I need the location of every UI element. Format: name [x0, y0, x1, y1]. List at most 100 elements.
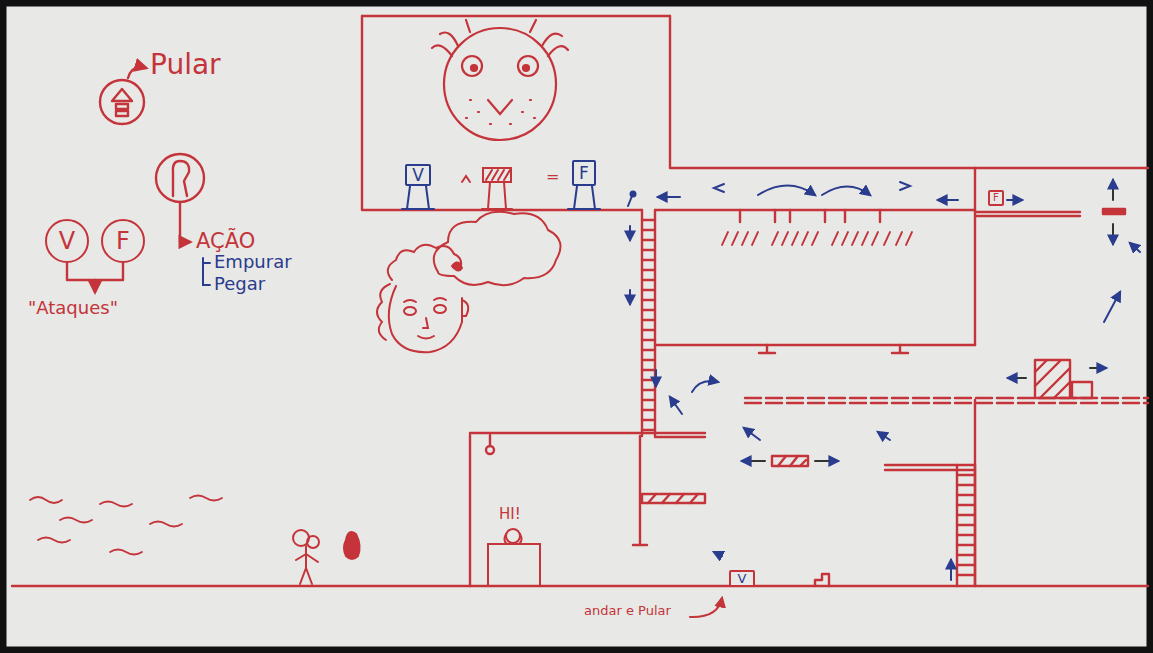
- girl-with-thought-cloud-part: [452, 262, 462, 270]
- shopkeeper-part: [506, 529, 520, 543]
- water-waves-part: [190, 496, 222, 501]
- action-bracket-part: [203, 258, 210, 285]
- movement-arrows-part: [900, 182, 910, 190]
- controls-legend-part: [180, 202, 190, 242]
- action-label: AÇÃO: [196, 230, 255, 253]
- movement-arrows-part: [628, 196, 632, 206]
- jump-label: Pular: [150, 50, 221, 81]
- owl-face-part: [444, 28, 556, 140]
- owl-face-part: [488, 100, 512, 114]
- movement-arrows-part: [744, 428, 760, 440]
- movement-arrows-part: [742, 460, 765, 462]
- andar-arrow: [690, 598, 722, 617]
- movement-arrows-part: [1104, 292, 1120, 322]
- movement-arrows-part: [692, 381, 718, 392]
- girl-with-thought-cloud-part: [423, 318, 428, 328]
- controls-legend-part: [116, 111, 128, 116]
- controls-legend: [67, 67, 204, 292]
- controls-legend-part: [112, 89, 132, 101]
- true-block: V: [729, 570, 755, 587]
- level-walls-part: [12, 585, 1148, 587]
- controls-legend-part: [67, 263, 123, 280]
- movement-arrows-part: [1112, 224, 1114, 244]
- movement-arrows-part: [1007, 199, 1022, 201]
- action-bracket: [203, 258, 210, 285]
- node-letter: V: [738, 572, 747, 585]
- push-label: Empurar: [214, 252, 292, 272]
- controls-legend-part: [173, 161, 189, 196]
- sign-stands-part: [402, 186, 434, 209]
- level-walls-part: [1035, 360, 1070, 398]
- movement-arrows-part: [714, 184, 724, 192]
- girl-with-thought-cloud-part: [388, 245, 461, 280]
- true-sign: V: [405, 164, 431, 186]
- girl-with-thought-cloud-part: [462, 300, 468, 316]
- water-waves-part: [60, 518, 92, 523]
- movement-arrows-part: [629, 290, 631, 304]
- girl-with-thought-cloud: [377, 212, 561, 352]
- level-walls-part: [362, 15, 670, 17]
- level-walls-part: [670, 16, 1148, 168]
- spikes: [722, 232, 912, 245]
- player-figures: [293, 530, 360, 584]
- controls-legend-part: [94, 280, 96, 292]
- player-figures-part: [296, 546, 318, 584]
- movement-arrows-part: [1130, 243, 1140, 252]
- sign-stands-part: [482, 182, 512, 209]
- girl-with-thought-cloud-part: [404, 307, 416, 315]
- movement-arrows-part: [758, 186, 815, 196]
- water-waves-part: [150, 522, 182, 527]
- movement-arrows-part: [1008, 377, 1026, 379]
- controls-legend-part: [116, 104, 128, 109]
- level-walls-part: [759, 345, 908, 353]
- attacks-label: "Ataques": [28, 298, 118, 318]
- girl-with-thought-cloud-part: [434, 305, 446, 313]
- movement-arrows-part: [878, 432, 890, 440]
- level-walls-part: [470, 433, 705, 437]
- photo-frame: [3, 3, 1150, 650]
- level-walls-part: [648, 494, 698, 503]
- node-letter: F: [579, 165, 589, 182]
- node-letter: F: [116, 229, 130, 253]
- shopkeeper-part: [488, 544, 540, 586]
- level-walls-part: [642, 220, 655, 430]
- level-walls-part: [1103, 209, 1125, 214]
- owl-face-part: [466, 100, 535, 124]
- girl-with-thought-cloud-part: [418, 336, 434, 339]
- controls-legend-part: [156, 154, 204, 202]
- level-walls-part: [642, 494, 705, 503]
- water-waves-part: [110, 550, 142, 555]
- girl-with-thought-cloud-part: [389, 286, 462, 352]
- water-waves-part: [38, 538, 70, 543]
- movement-arrows: [628, 180, 1140, 580]
- equals-sign: =: [546, 168, 559, 186]
- greeting-label: HI!: [499, 506, 521, 523]
- movement-arrows-part: [631, 192, 636, 197]
- owl-face-part: [432, 20, 568, 56]
- movement-arrows-part: [1112, 180, 1114, 200]
- movement-arrows-part: [938, 199, 958, 201]
- false-block: F: [988, 190, 1004, 206]
- false-sign: F: [572, 160, 596, 186]
- level-walls-part: [486, 446, 494, 454]
- sign-stands-part: [483, 168, 511, 182]
- level-walls-part: [362, 16, 642, 210]
- level-walls-part: [957, 475, 975, 575]
- movement-arrows-part: [950, 560, 952, 580]
- attack-button: F: [101, 219, 145, 263]
- level-walls-part: [975, 212, 1080, 216]
- level-walls-part: [815, 574, 829, 586]
- spikes-part: [722, 232, 912, 245]
- attack-button: V: [45, 219, 89, 263]
- owl-face-part: [471, 65, 477, 71]
- shopkeeper-part: [505, 534, 522, 543]
- level-walls-part: [469, 435, 471, 586]
- shopkeeper: [488, 529, 540, 586]
- owl-face-part: [523, 65, 529, 71]
- level-walls-part: [974, 168, 976, 345]
- level-walls-part: [885, 465, 975, 470]
- movement-arrows-part: [1090, 367, 1106, 369]
- movement-arrows-part: [815, 460, 838, 462]
